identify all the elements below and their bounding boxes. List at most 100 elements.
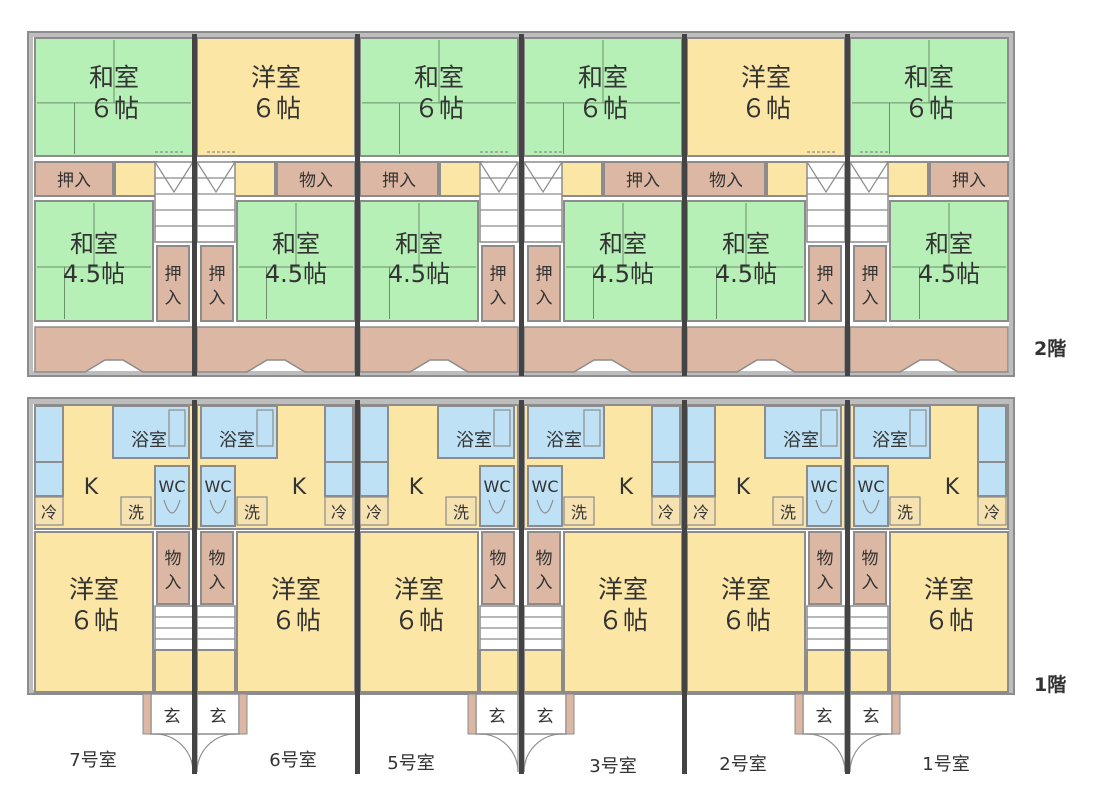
unit4-1f-western-room: [563, 531, 683, 693]
unit4-2f-oshiire-label: 押入: [626, 171, 660, 191]
unit6-2f-oshiire-v-char1: 押: [862, 265, 879, 285]
unit4-1f-washer: [563, 496, 595, 526]
unit5-1f-hall: [806, 649, 846, 693]
unit5-2f-hall: [766, 161, 810, 197]
unit6-1f-toilet: [862, 499, 880, 514]
unit3-1f-fridge-label: 冷: [366, 503, 382, 522]
unit5-1f-monoire: [808, 531, 842, 605]
unit5-1f-genkan-label: 玄: [816, 707, 833, 727]
unit1-2f-hall: [114, 161, 158, 197]
unit3-1f-monoire-char2: 入: [490, 573, 507, 593]
unit4-1f-western-room-size: ６帖: [598, 606, 648, 635]
unit1-1f-monoire-char2: 入: [165, 573, 182, 593]
unit2-1f-hall: [196, 649, 236, 693]
unit1-1f-western-room: [34, 531, 154, 693]
unit1-1f-genkan-side: [142, 693, 152, 735]
unit5-1f-toilet: [815, 499, 833, 514]
unit2-1f-sink: [324, 405, 354, 463]
unit4-2f-stair-arrow: [523, 161, 563, 194]
unit3-1f-washer: [445, 496, 477, 526]
unit2-2f-top-room-size: ６帖: [251, 94, 301, 123]
unit6-1f-fridge-label: 冷: [984, 503, 1000, 522]
unit3-2f-oshiire: [359, 161, 439, 197]
unit6-1f-washer-label: 洗: [897, 503, 913, 522]
unit6-2f-top-room-size: ６帖: [904, 94, 954, 123]
unit6-1f-kitchen-label: K: [945, 475, 960, 500]
unit2-2f-oshiire-v-char1: 押: [209, 265, 226, 285]
unit6-2f-hall: [885, 161, 929, 197]
unit5-2f-top-room-title: 洋室: [741, 63, 791, 92]
unit3-2f-top-room-size: ６帖: [414, 94, 464, 123]
unit6-2f-oshiire-label: 押入: [952, 171, 986, 191]
unit6-2f-top-room-title: 和室: [904, 63, 954, 92]
unit6-1f-bath-tub: [909, 409, 927, 447]
unit2-1f-wc: [200, 465, 236, 527]
unit5-1f-kitchen-label: K: [736, 475, 751, 500]
unit3-2f-top-room-title: 和室: [414, 63, 464, 92]
unit2-1f-washer-label: 洗: [244, 503, 260, 522]
party-wall-2f-1: [192, 34, 197, 376]
unit4-2f-second-room-size: 4.5帖: [592, 260, 654, 288]
unit4-1f-monoire-char1: 物: [536, 549, 553, 569]
unit4-1f-sink: [651, 405, 681, 463]
unit6-1f-sink: [977, 405, 1007, 463]
unit5-1f-washer: [772, 496, 804, 526]
unit2-2f-oshiire: [276, 161, 356, 197]
unit4-2f-oshiire-v-char1: 押: [536, 265, 553, 285]
unit3-2f-stair-arrow: [479, 161, 519, 194]
unit2-2f-second-room-size: 4.5帖: [265, 260, 327, 288]
party-wall-2f-3: [519, 34, 524, 376]
unit6-2f-oshiire: [929, 161, 1009, 197]
unit2-1f-door-swing: [196, 733, 236, 773]
room-number-6: 6号室: [269, 750, 317, 771]
party-wall-1f-3: [519, 400, 524, 774]
party-wall-1f-4: [682, 400, 687, 774]
unit6-1f-wc-label: WC: [858, 477, 885, 496]
unit3-2f-oshiire-v: [481, 245, 515, 322]
unit5-1f-fridge-label: 冷: [693, 503, 709, 522]
unit4-2f-hall: [559, 161, 603, 197]
unit2-2f-top-room: [196, 37, 356, 157]
unit6-1f-stove: [977, 461, 1007, 497]
unit3-2f-oshiire-v-char1: 押: [490, 265, 507, 285]
unit1-2f-oshiire: [34, 161, 114, 197]
unit5-2f-stair-arrow: [806, 161, 846, 194]
unit5-1f-bath-tub: [820, 409, 838, 447]
unit6-1f-washer: [889, 496, 921, 526]
unit3-1f-hall: [479, 649, 519, 693]
unit1-1f-monoire: [156, 531, 190, 605]
unit2-2f-hall: [232, 161, 276, 197]
unit5-1f-monoire-char1: 物: [817, 549, 834, 569]
unit4-1f-door-swing: [523, 733, 563, 773]
unit6-1f-western-room-title: 洋室: [924, 575, 974, 604]
unit4-1f-washer-label: 洗: [571, 503, 587, 522]
unit5-2f-stairs: [806, 161, 846, 243]
unit4-1f-toilet: [536, 499, 554, 514]
unit5-1f-western-room: [686, 531, 806, 693]
unit5-1f-sink: [686, 405, 716, 463]
unit1-1f-genkan: [150, 693, 194, 735]
unit5-1f-washer-label: 洗: [780, 503, 796, 522]
unit4-1f-fridge-label: 冷: [658, 503, 674, 522]
unit3-1f-door-swing: [479, 733, 519, 773]
unit2-2f-oshiire-v-char2: 入: [209, 289, 226, 309]
unit3-2f-hall: [439, 161, 483, 197]
unit4-2f-top-room-title: 和室: [578, 63, 628, 92]
unit6-1f-fridge: [977, 496, 1007, 526]
room-number-5: 5号室: [387, 753, 435, 774]
unit1-1f-washer: [120, 496, 152, 526]
unit5-2f-second-room-title: 和室: [722, 230, 770, 258]
room-number-1: 1号室: [922, 754, 970, 775]
room-number-2: 2号室: [719, 754, 767, 775]
unit5-1f-door-swing: [806, 733, 846, 773]
unit3-1f-monoire: [481, 531, 515, 605]
unit3-1f-genkan-side: [467, 693, 477, 735]
unit1-1f-bath-tub: [168, 409, 186, 447]
unit6-2f-stairs: [849, 161, 889, 243]
unit3-1f-washer-label: 洗: [453, 503, 469, 522]
unit1-1f-stove: [34, 461, 64, 497]
unit1-2f-oshiire-v-char1: 押: [165, 265, 182, 285]
unit6-1f-western-room: [889, 531, 1009, 693]
unit6-2f-oshiire-v: [853, 245, 887, 322]
unit1-1f-monoire-char1: 物: [165, 549, 182, 569]
